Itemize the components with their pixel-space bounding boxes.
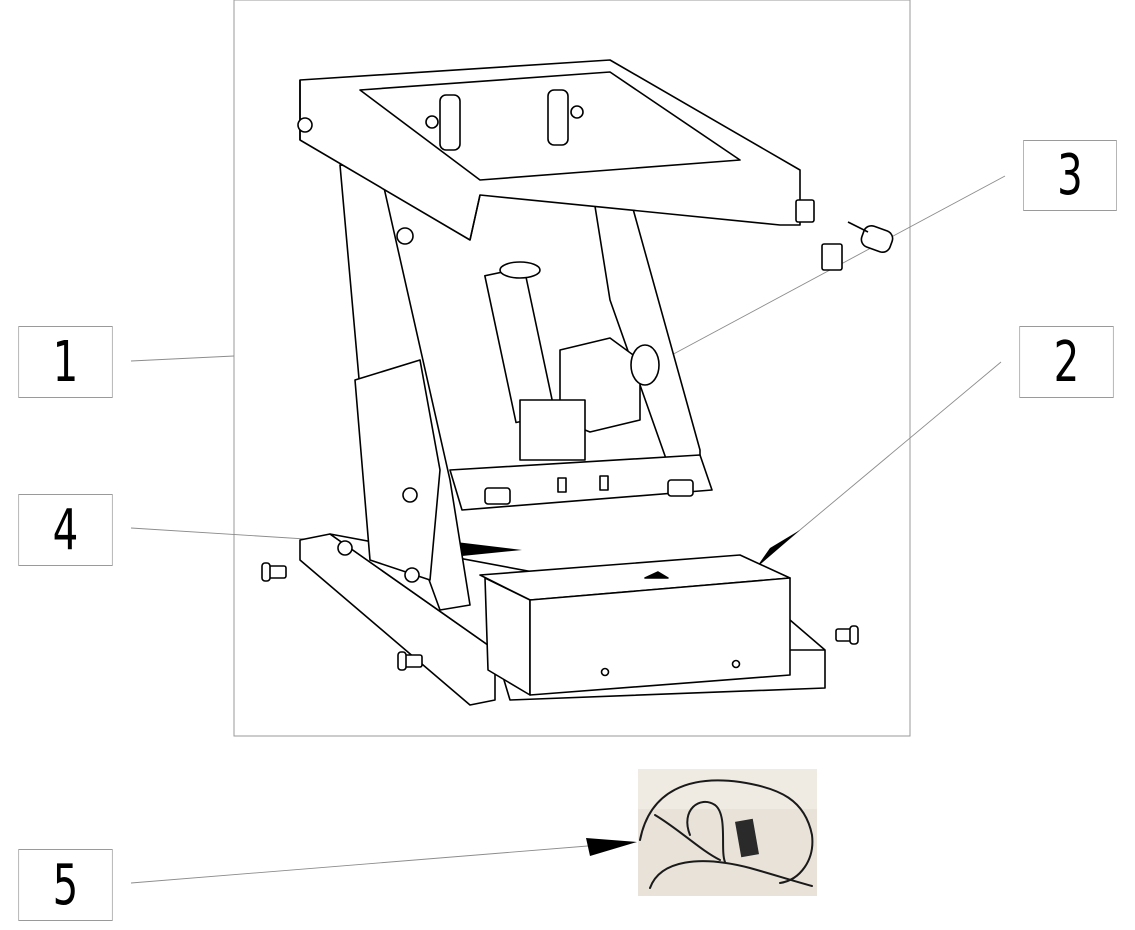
scissor-plate-left bbox=[354, 359, 441, 581]
control-box-side bbox=[529, 577, 791, 696]
leader-lines bbox=[130, 175, 1006, 884]
callout-1-label: 1 bbox=[52, 329, 79, 395]
wiring-harness-photo bbox=[638, 769, 817, 896]
leader-2 bbox=[769, 361, 1002, 556]
connectors bbox=[795, 199, 894, 271]
callout-3-label: 3 bbox=[1057, 143, 1083, 208]
callout-4: 4 bbox=[18, 494, 113, 566]
leader-3 bbox=[639, 175, 1006, 373]
actuator-end bbox=[499, 261, 541, 279]
lift-mechanism bbox=[261, 59, 894, 706]
leader-1 bbox=[130, 355, 235, 362]
callout-5: 5 bbox=[18, 849, 113, 921]
leader-5 bbox=[130, 844, 601, 884]
callout-3: 3 bbox=[1023, 140, 1117, 211]
arrow-2 bbox=[756, 530, 800, 568]
arrow-5 bbox=[586, 838, 637, 856]
callout-1: 1 bbox=[18, 326, 113, 398]
callout-2-label: 2 bbox=[1053, 329, 1080, 395]
callout-2: 2 bbox=[1019, 326, 1114, 398]
assembly-frame bbox=[233, 0, 911, 737]
cross-bar bbox=[449, 454, 713, 511]
arrow-4 bbox=[456, 542, 522, 556]
callout-5-label: 5 bbox=[52, 852, 79, 918]
gearbox bbox=[519, 399, 586, 461]
callout-4-label: 4 bbox=[52, 497, 79, 563]
screws bbox=[261, 562, 859, 671]
